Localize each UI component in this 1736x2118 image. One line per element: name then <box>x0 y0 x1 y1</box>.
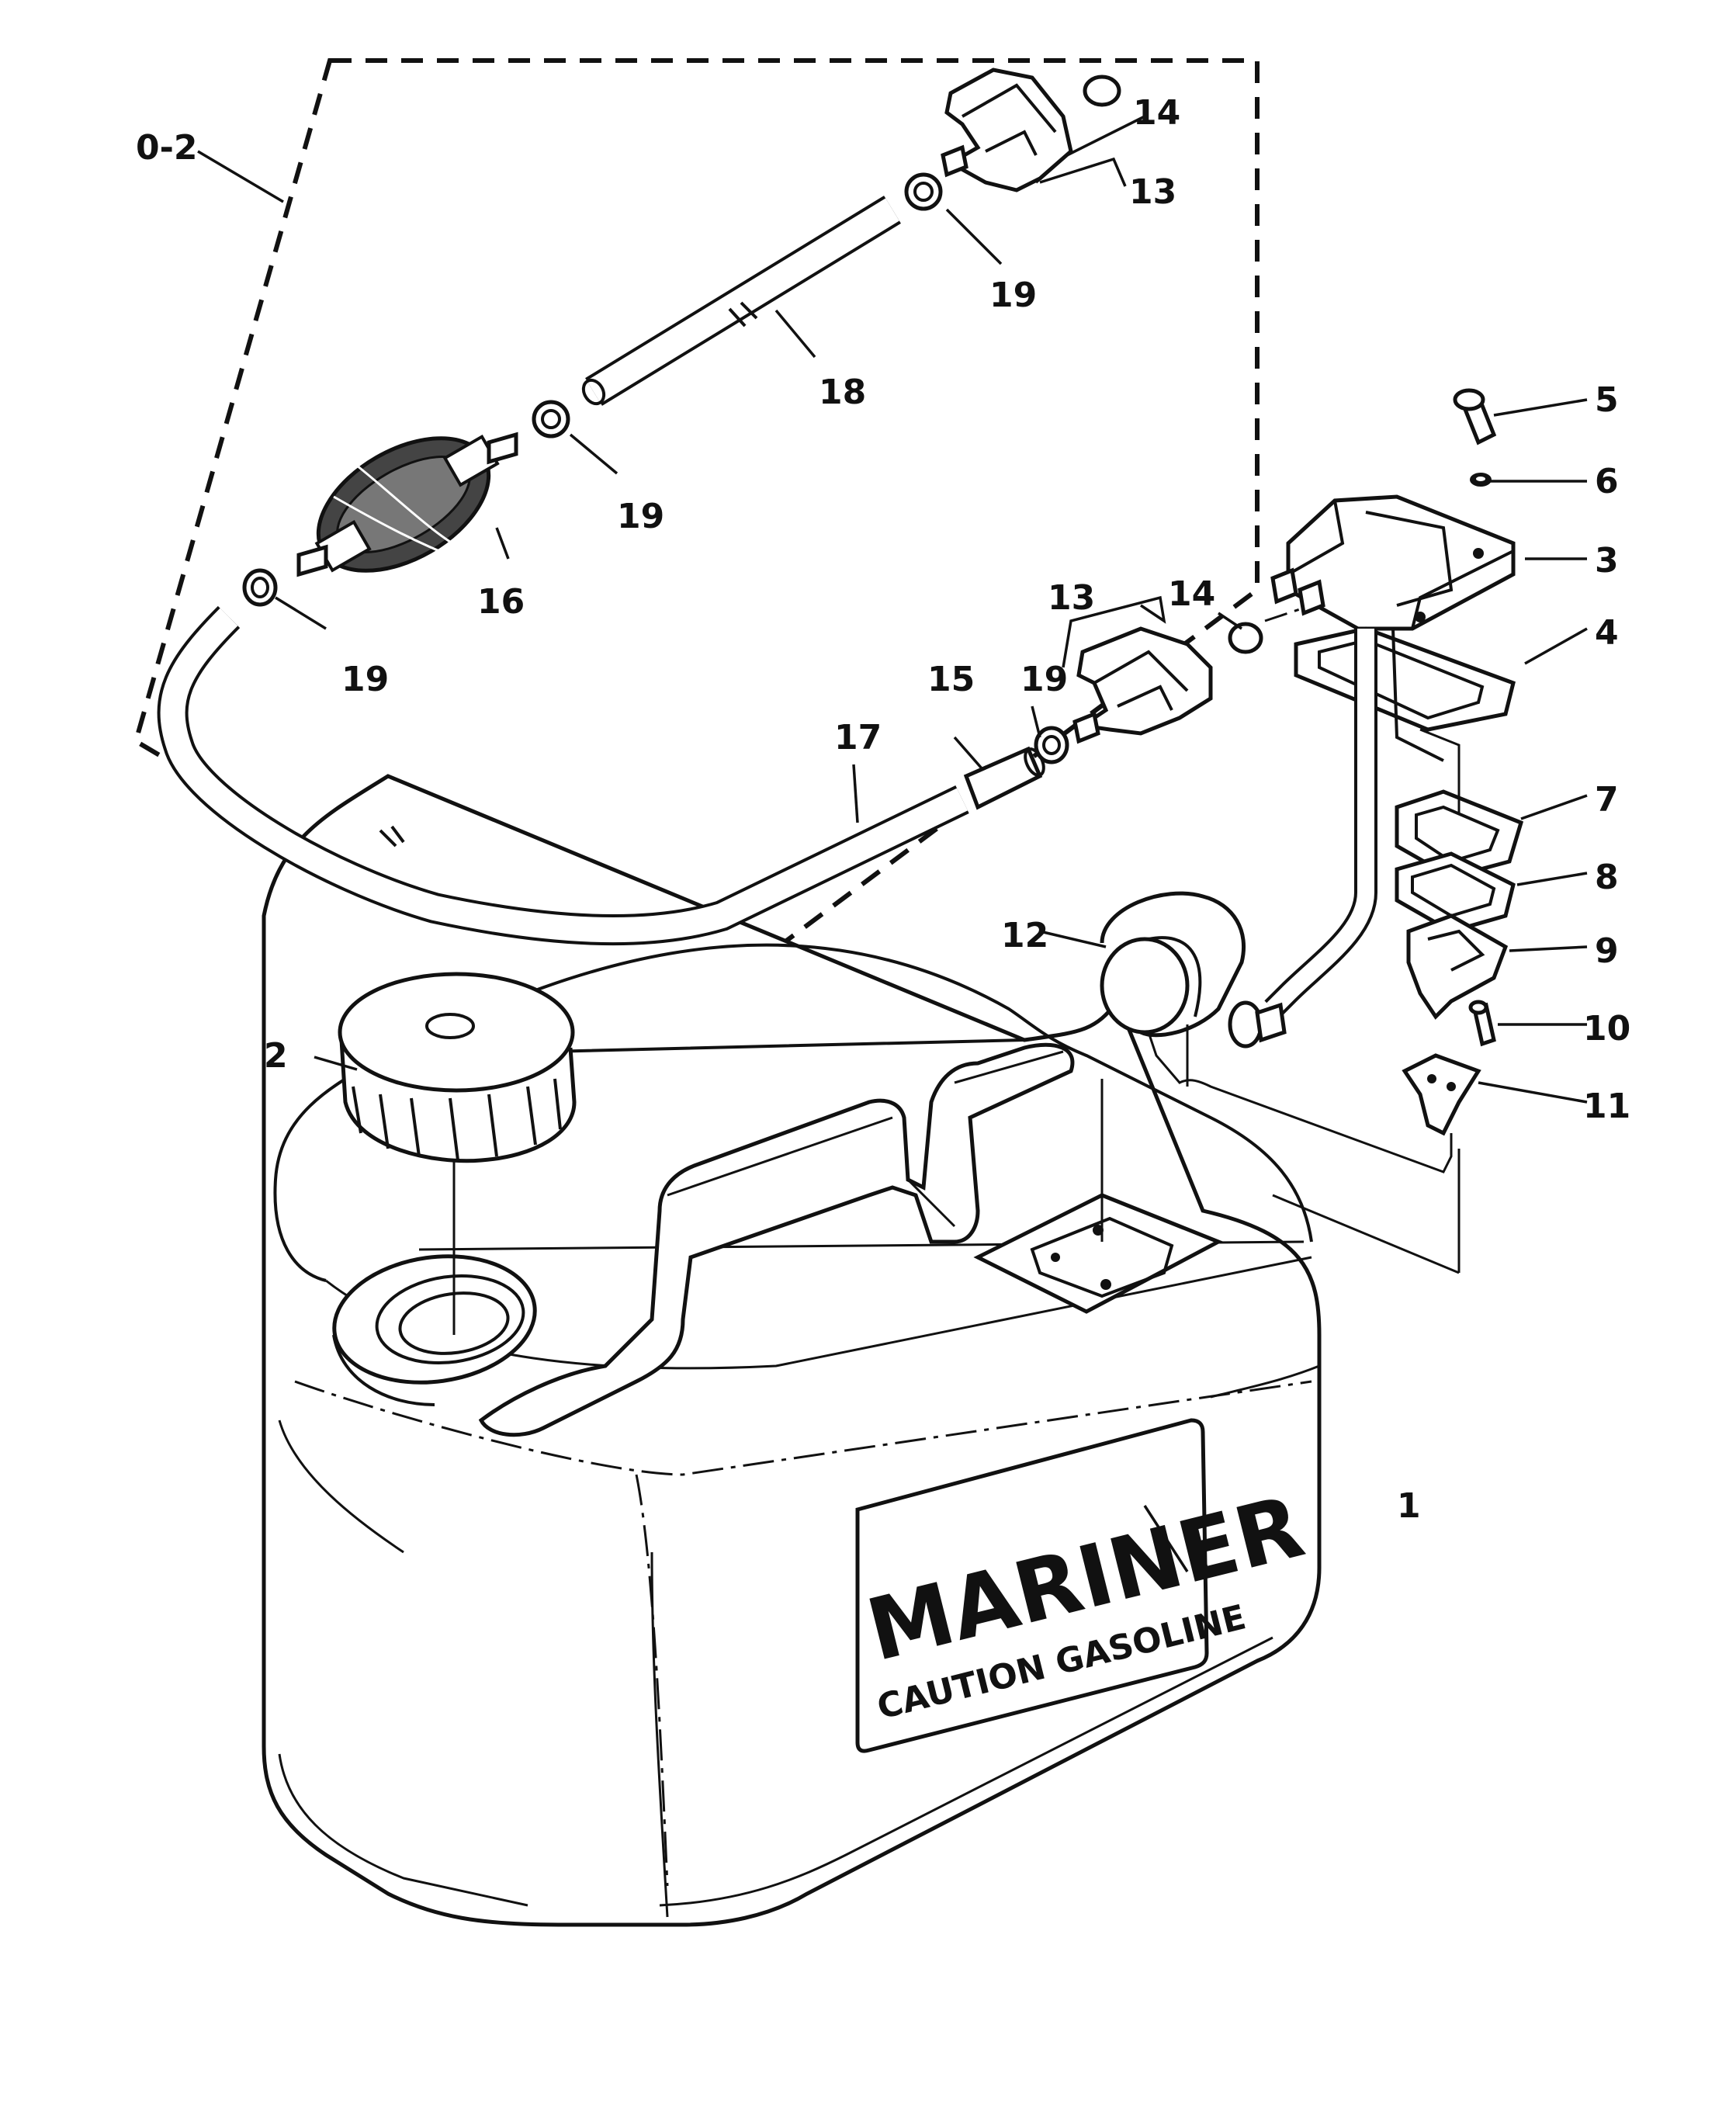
primer-bulb <box>296 432 518 577</box>
callout-1: 1 <box>1397 1486 1421 1526</box>
kit-label: 0-2 <box>136 128 198 168</box>
callout-13-top: 13 <box>1129 172 1176 212</box>
callout-2: 2 <box>264 1036 288 1076</box>
callout-5: 5 <box>1595 380 1619 420</box>
callout-13-lower: 13 <box>1048 578 1095 618</box>
callout-19-left: 19 <box>341 660 389 699</box>
callout-16: 16 <box>477 582 525 622</box>
callout-15: 15 <box>927 660 975 699</box>
callout-14-top: 14 <box>1133 93 1180 133</box>
callout-19-top: 19 <box>989 276 1037 315</box>
float <box>1100 891 1246 1038</box>
callout-19-mid: 19 <box>617 497 664 536</box>
callout-7: 7 <box>1595 780 1619 820</box>
callout-10: 10 <box>1583 1009 1630 1049</box>
leader-lines <box>197 115 1588 1572</box>
callout-3: 3 <box>1595 541 1619 581</box>
callout-14-lower: 14 <box>1168 574 1215 614</box>
callout-4: 4 <box>1595 613 1619 653</box>
primer-bulb-hose-assembly <box>157 68 1263 946</box>
callout-11: 11 <box>1583 1087 1630 1126</box>
callout-9: 9 <box>1595 931 1619 971</box>
connector-lower <box>1072 626 1213 744</box>
connector-top <box>941 68 1073 192</box>
pickup-and-gauge-assembly <box>1100 388 1524 1274</box>
callout-labels: 0-2 1 2 3 4 5 6 7 8 9 10 11 12 13 13 14 … <box>136 93 1630 1526</box>
callout-8: 8 <box>1595 858 1619 897</box>
filler-cap <box>338 972 577 1335</box>
callout-12: 12 <box>1001 916 1048 955</box>
callout-6: 6 <box>1595 462 1619 501</box>
callout-19-lower: 19 <box>1020 660 1068 699</box>
callout-17: 17 <box>834 718 882 757</box>
callout-18: 18 <box>819 373 866 412</box>
